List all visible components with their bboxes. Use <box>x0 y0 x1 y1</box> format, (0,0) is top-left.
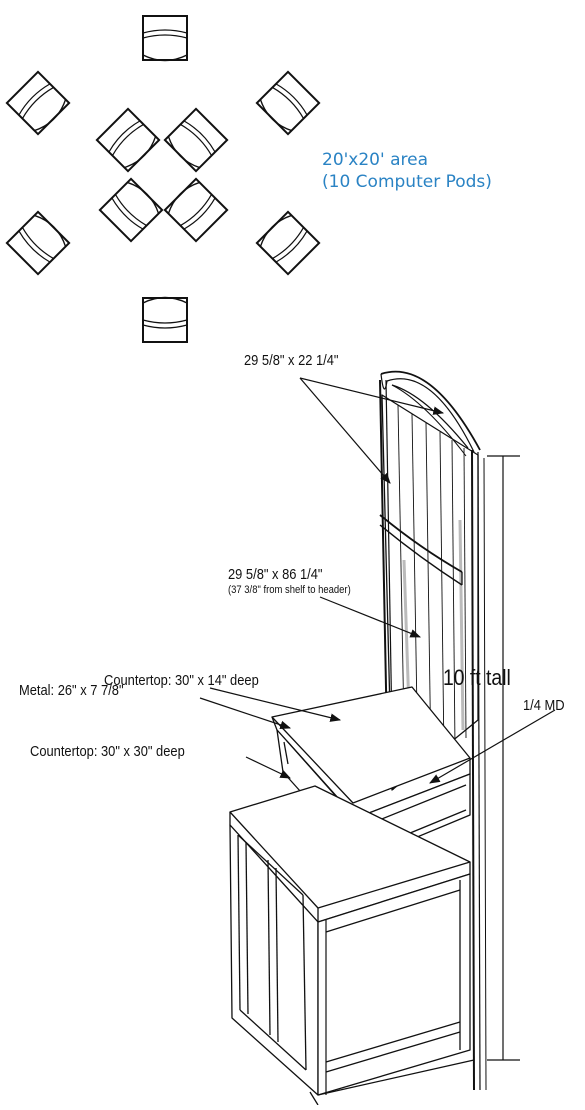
pod-outer-se <box>255 210 321 276</box>
pod-elevation <box>229 370 520 1106</box>
pod-inner-sw <box>98 177 164 243</box>
metal-label: Metal: 26" x 7 7/8" <box>19 682 124 699</box>
area-caption-line2: (10 Computer Pods) <box>322 172 492 192</box>
leader-header-b <box>299 377 445 415</box>
pod-outer-sw <box>5 210 71 276</box>
pod-top <box>142 15 188 62</box>
pod-inner-nw <box>95 107 161 173</box>
area-caption-line1: 20'x20' area <box>322 150 428 170</box>
countertop-upper-label: Countertop: 30" x 14" deep <box>104 672 259 689</box>
leader-countertop-lower <box>245 756 291 779</box>
height-label: 10 ft tall <box>443 665 511 690</box>
pod-outer-nw <box>5 70 71 136</box>
leader-metal <box>199 697 292 730</box>
countertop-lower-label: Countertop: 30" x 30" deep <box>30 743 185 760</box>
pod-layout-plan <box>5 15 321 343</box>
panel-size-label: 29 5/8" x 86 1/4" <box>228 566 323 583</box>
panel-note-label: (37 3/8" from shelf to header) <box>228 584 351 596</box>
pod-outer-ne <box>255 70 321 136</box>
leader-countertop-upper <box>209 687 342 722</box>
header-size-label: 29 5/8" x 22 1/4" <box>244 352 339 369</box>
pod-inner-se <box>163 177 229 243</box>
pod-inner-ne <box>163 107 229 173</box>
mdf-label: 1/4 MD <box>523 697 565 714</box>
leader-mdf <box>429 709 556 784</box>
callout-leaders <box>199 377 556 784</box>
leader-panel <box>319 596 422 638</box>
leader-header-a <box>299 377 391 484</box>
pod-bottom <box>142 296 188 343</box>
